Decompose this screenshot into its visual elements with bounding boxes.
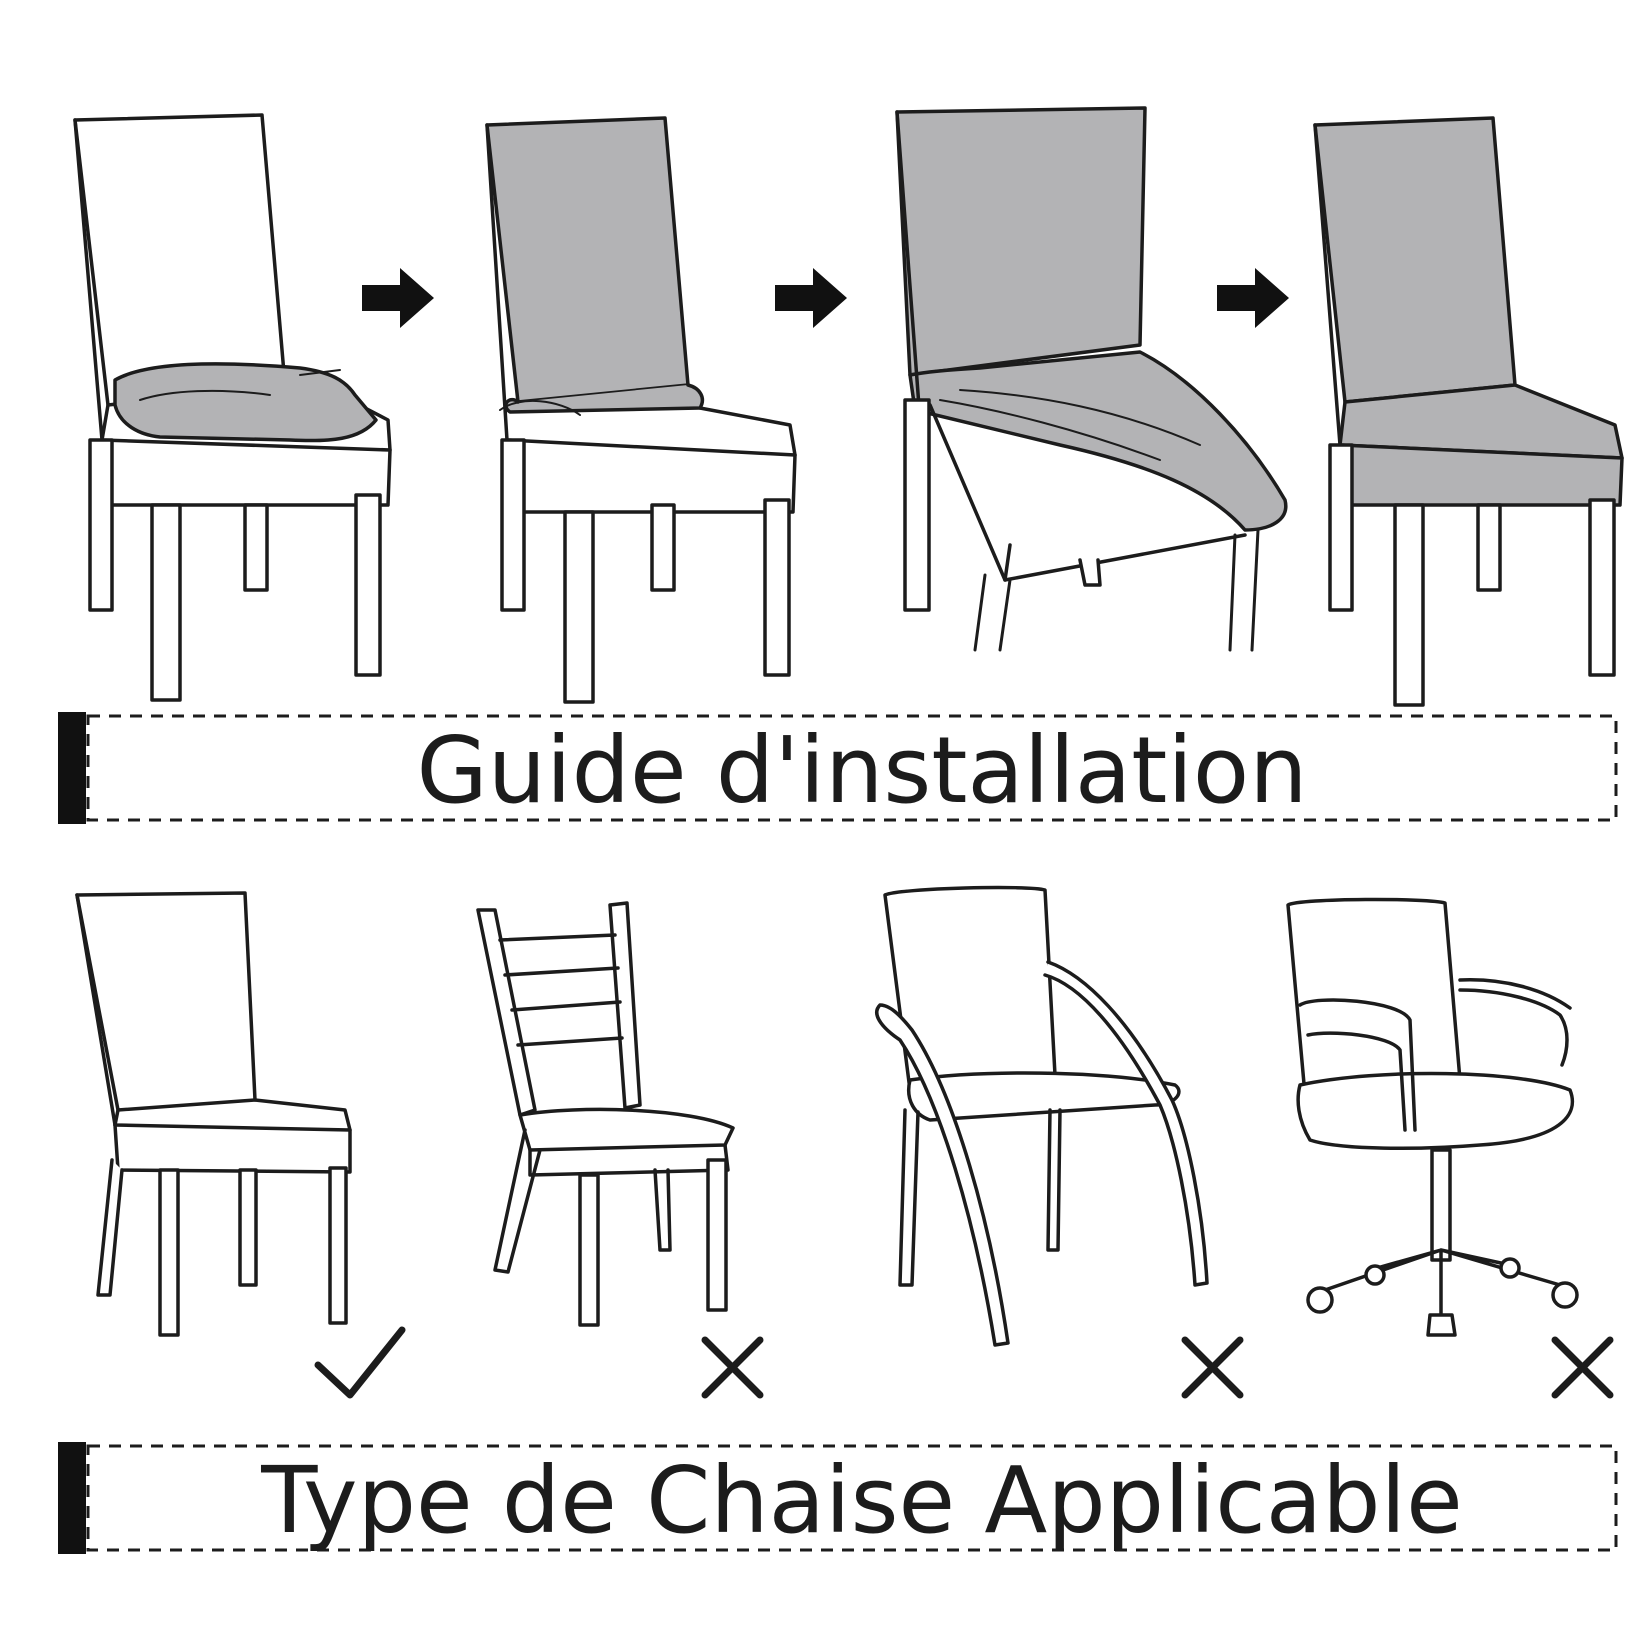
right-arrow-icon [362,268,434,328]
installation-steps [73,106,1624,707]
right-arrow-icon [1217,268,1289,328]
step-1-chair [73,113,392,702]
chair-types [75,885,1614,1399]
ladder-back-chair [476,901,735,1327]
caption-dashed-frame [86,1444,1618,1552]
curved-leg-armchair [875,885,1209,1347]
cross-icon [1551,1336,1614,1399]
cross-icon [1181,1336,1244,1399]
installation-caption: Guide d'installation [416,717,1307,824]
right-arrow-icon [775,268,847,328]
step-2-chair [485,116,797,704]
chair-types-caption: Type de Chaise Applicable [260,1447,1462,1554]
check-icon [314,1326,406,1399]
office-swivel-chair [1286,897,1579,1337]
step-3-chair [895,106,1288,652]
step-4-chair [1313,116,1624,707]
cross-icon [701,1336,764,1399]
chair-types-caption-bar: Type de Chaise Applicable [58,1442,1618,1554]
caption-dashed-frame [86,714,1618,822]
installation-caption-bar: Guide d'installation [58,712,1618,824]
parsons-chair [75,891,352,1337]
caption-accent-bar [58,1442,86,1554]
caption-accent-bar [58,712,86,824]
folded-cover-icon [113,362,378,443]
